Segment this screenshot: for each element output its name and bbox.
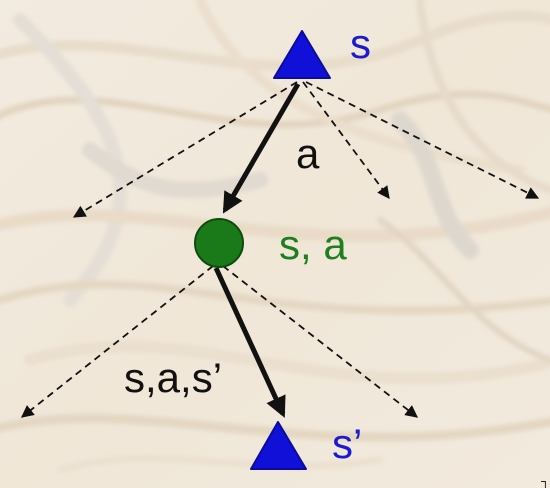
dashed-arrow-middle xyxy=(302,81,390,200)
q-state-node-icon xyxy=(194,218,244,268)
q-state-label: s, a xyxy=(279,221,347,268)
dashed-arrow-lower-right xyxy=(222,265,418,418)
action-arrow xyxy=(222,82,301,214)
next-state-label: s’ xyxy=(332,420,363,467)
action-label: a xyxy=(296,130,320,177)
next-state-node-icon xyxy=(250,421,307,470)
dashed-arrow-lower-left xyxy=(21,265,214,418)
transition-arrow xyxy=(213,266,286,418)
state-node-icon xyxy=(273,30,331,79)
root-dashed-arrows xyxy=(72,81,540,218)
dashed-arrow-right xyxy=(305,81,540,199)
state-label: s xyxy=(350,20,371,67)
chance-dashed-arrows xyxy=(21,265,418,418)
transition-label: s,a,s’ xyxy=(124,354,223,401)
corner-mark: ┐ xyxy=(541,474,550,488)
dashed-arrow-left xyxy=(72,81,298,218)
